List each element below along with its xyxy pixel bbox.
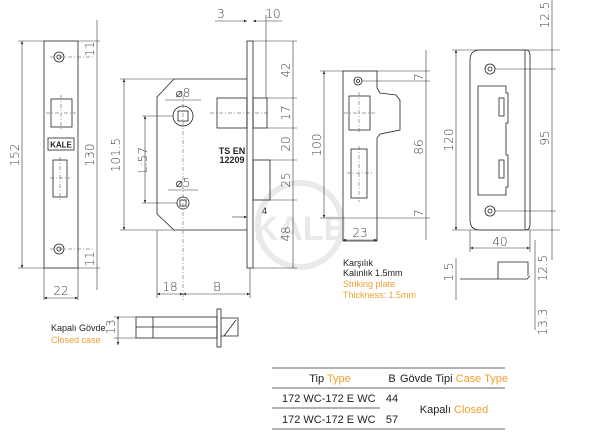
header-case-type: Gövde Tipi Case Type (400, 373, 508, 385)
dim-120: 120 (442, 129, 456, 152)
closed-case-label-en: Closed case (51, 335, 101, 345)
dim-l-57: L:57 (136, 147, 150, 173)
closed-case-view: 13 Kapalı Gövde Closed case (51, 308, 239, 348)
dim-13: 13 (104, 319, 118, 334)
dim-152: 152 (8, 144, 22, 167)
dim-11-bottom: 11 (83, 251, 97, 266)
striking-plate-view: 100 7 86 7 23 Karşılık Kalınlık 1.5mm St… (310, 50, 430, 300)
case-type-value: Kapalı Closed (420, 404, 489, 416)
faceplate-view: KALE 152 130 11 11 22 (8, 20, 100, 300)
row-1-b: 44 (386, 393, 398, 405)
dim-b: B (213, 280, 221, 294)
closed-case-label-tr: Kapalı Gövde (51, 323, 106, 333)
dim-dia-8: ⌀8 (176, 86, 191, 100)
dimension-label: KALE (254, 210, 347, 248)
dimension-label: Kalınlık 1.5mm (343, 268, 403, 278)
dimension-label: Striking plate (343, 279, 395, 289)
dim-12-5: 12.5 (536, 255, 550, 282)
dim-13-3: 13.3 (536, 309, 550, 336)
dim-18: 18 (162, 280, 177, 294)
kale-logo (47, 137, 75, 151)
dim-20: 20 (279, 136, 293, 151)
dim-dia-5: ⌀5 (176, 176, 191, 190)
dimension-label: Thickness: 1.5mm (343, 290, 416, 300)
dim-12-5-top: 12.5 (538, 2, 552, 29)
dim-86: 86 (412, 139, 426, 154)
dimension-label: KALE (50, 141, 72, 150)
dimension-label: TS EN (219, 146, 246, 156)
dim-7-top: 7 (412, 73, 426, 81)
header-type: Tip Type (309, 373, 351, 385)
dim-11-top: 11 (83, 41, 97, 56)
dim-48: 48 (279, 226, 293, 241)
dim-10: 10 (265, 7, 280, 21)
dim-22: 22 (53, 284, 68, 298)
dim-17: 17 (279, 105, 293, 120)
dim-3: 3 (217, 7, 225, 21)
dimension-label: 12209 (219, 155, 244, 165)
dim-42: 42 (279, 62, 293, 77)
row-2-b: 57 (386, 414, 398, 426)
header-b: B (388, 373, 395, 385)
dim-40: 40 (492, 235, 507, 249)
model-table: Tip Type B Gövde Tipi Case Type 172 WC-1… (272, 367, 508, 430)
dimension-label: Karşılık (343, 258, 374, 268)
dim-25: 25 (279, 172, 293, 187)
row-1-type: 172 WC-172 E WC (282, 393, 376, 405)
dim-4: 4 (262, 206, 267, 216)
dim-101-5: 101.5 (109, 138, 123, 172)
dim-130: 130 (83, 144, 97, 167)
kale-watermark: KALE (254, 180, 347, 270)
dim-95: 95 (538, 130, 552, 145)
row-2-type: 172 WC-172 E WC (282, 414, 376, 426)
large-strike-view: 120 95 12.5 40 1.5 12.5 13.3 (442, 0, 560, 335)
lock-body-view: TS EN 12209 42 17 20 25 48 3 10 4 101.5 … (109, 7, 297, 300)
dim-100: 100 (310, 134, 324, 157)
dim-1-5: 1.5 (442, 262, 456, 281)
dim-23: 23 (352, 226, 367, 240)
dim-7-bottom: 7 (412, 209, 426, 217)
